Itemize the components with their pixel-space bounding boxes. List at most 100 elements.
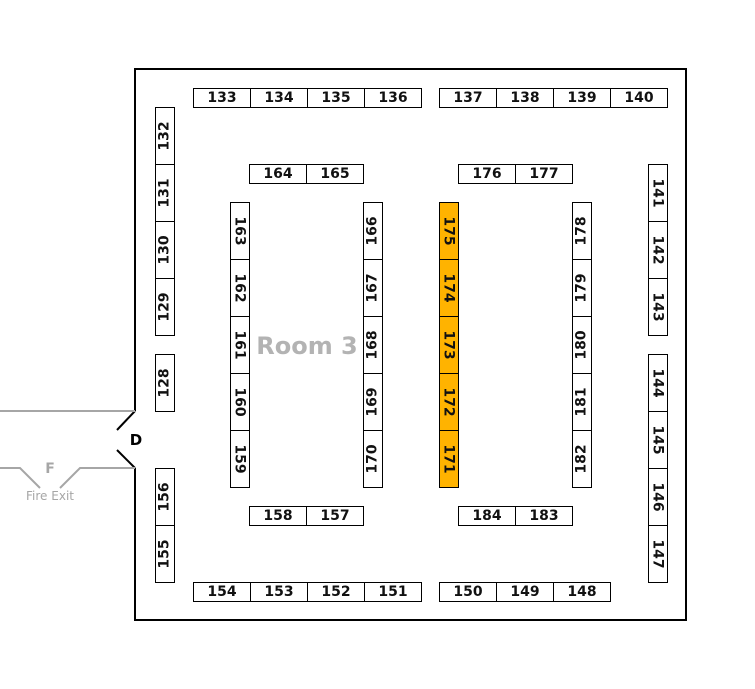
booth-154[interactable]: 154 xyxy=(193,582,251,602)
booth-171[interactable]: 171 xyxy=(439,430,459,488)
booth-134[interactable]: 134 xyxy=(250,88,308,108)
door-right-leaf xyxy=(116,449,136,469)
booth-number: 160 xyxy=(232,387,249,417)
booth-166[interactable]: 166 xyxy=(363,202,383,260)
booth-142[interactable]: 142 xyxy=(648,221,668,279)
booth-177[interactable]: 177 xyxy=(515,164,573,184)
booth-number: 153 xyxy=(264,584,294,600)
fire-exit-letter: F xyxy=(45,461,55,477)
booth-133[interactable]: 133 xyxy=(193,88,251,108)
booth-number: 132 xyxy=(157,121,174,151)
booth-180[interactable]: 180 xyxy=(572,316,592,374)
booth-137[interactable]: 137 xyxy=(439,88,497,108)
booth-number: 134 xyxy=(264,90,294,106)
booth-number: 159 xyxy=(232,444,249,474)
booth-152[interactable]: 152 xyxy=(307,582,365,602)
booth-136[interactable]: 136 xyxy=(364,88,422,108)
booth-150[interactable]: 150 xyxy=(439,582,497,602)
booth-158[interactable]: 158 xyxy=(249,506,307,526)
booth-number: 139 xyxy=(567,90,597,106)
booth-182[interactable]: 182 xyxy=(572,430,592,488)
booth-155[interactable]: 155 xyxy=(155,525,175,583)
booth-number: 162 xyxy=(232,273,249,303)
booth-number: 183 xyxy=(529,508,559,524)
booth-number: 156 xyxy=(157,482,174,512)
booth-130[interactable]: 130 xyxy=(155,221,175,279)
booth-144[interactable]: 144 xyxy=(648,354,668,412)
booth-139[interactable]: 139 xyxy=(553,88,611,108)
booth-146[interactable]: 146 xyxy=(648,468,668,526)
booth-147[interactable]: 147 xyxy=(648,525,668,583)
booth-170[interactable]: 170 xyxy=(363,430,383,488)
booth-number: 184 xyxy=(472,508,502,524)
booth-131[interactable]: 131 xyxy=(155,164,175,222)
booth-138[interactable]: 138 xyxy=(496,88,554,108)
booth-number: 130 xyxy=(157,235,174,265)
booth-number: 138 xyxy=(510,90,540,106)
booth-184[interactable]: 184 xyxy=(458,506,516,526)
booth-number: 163 xyxy=(232,216,249,246)
booth-number: 135 xyxy=(321,90,351,106)
booth-172[interactable]: 172 xyxy=(439,373,459,431)
booth-165[interactable]: 165 xyxy=(306,164,364,184)
booth-number: 176 xyxy=(472,166,502,182)
booth-number: 171 xyxy=(441,444,458,474)
booth-159[interactable]: 159 xyxy=(230,430,250,488)
booth-173[interactable]: 173 xyxy=(439,316,459,374)
booth-148[interactable]: 148 xyxy=(553,582,611,602)
booth-151[interactable]: 151 xyxy=(364,582,422,602)
booth-168[interactable]: 168 xyxy=(363,316,383,374)
booth-number: 129 xyxy=(157,292,174,322)
booth-140[interactable]: 140 xyxy=(610,88,668,108)
booth-160[interactable]: 160 xyxy=(230,373,250,431)
booth-183[interactable]: 183 xyxy=(515,506,573,526)
door-label: D xyxy=(129,431,143,449)
booth-156[interactable]: 156 xyxy=(155,468,175,526)
booth-number: 131 xyxy=(157,178,174,208)
room-wall xyxy=(116,68,687,621)
booth-number: 145 xyxy=(650,425,667,455)
booth-157[interactable]: 157 xyxy=(306,506,364,526)
booth-145[interactable]: 145 xyxy=(648,411,668,469)
booth-number: 180 xyxy=(574,330,591,360)
booth-number: 140 xyxy=(624,90,654,106)
booth-179[interactable]: 179 xyxy=(572,259,592,317)
booth-number: 137 xyxy=(453,90,483,106)
booth-132[interactable]: 132 xyxy=(155,107,175,165)
booth-number: 136 xyxy=(378,90,408,106)
booth-167[interactable]: 167 xyxy=(363,259,383,317)
booth-number: 167 xyxy=(365,273,382,303)
booth-174[interactable]: 174 xyxy=(439,259,459,317)
booth-181[interactable]: 181 xyxy=(572,373,592,431)
booth-162[interactable]: 162 xyxy=(230,259,250,317)
booth-129[interactable]: 129 xyxy=(155,278,175,336)
booth-169[interactable]: 169 xyxy=(363,373,383,431)
booth-178[interactable]: 178 xyxy=(572,202,592,260)
booth-number: 174 xyxy=(441,273,458,303)
booth-164[interactable]: 164 xyxy=(249,164,307,184)
booth-135[interactable]: 135 xyxy=(307,88,365,108)
booth-number: 181 xyxy=(574,387,591,417)
booth-149[interactable]: 149 xyxy=(496,582,554,602)
booth-153[interactable]: 153 xyxy=(250,582,308,602)
booth-176[interactable]: 176 xyxy=(458,164,516,184)
booth-number: 147 xyxy=(650,539,667,569)
booth-128[interactable]: 128 xyxy=(155,354,175,412)
booth-175[interactable]: 175 xyxy=(439,202,459,260)
booth-143[interactable]: 143 xyxy=(648,278,668,336)
booth-number: 179 xyxy=(574,273,591,303)
booth-161[interactable]: 161 xyxy=(230,316,250,374)
booth-number: 128 xyxy=(157,368,174,398)
booth-number: 154 xyxy=(207,584,237,600)
booth-number: 177 xyxy=(529,166,559,182)
booth-number: 151 xyxy=(378,584,408,600)
booth-number: 144 xyxy=(650,368,667,398)
booth-163[interactable]: 163 xyxy=(230,202,250,260)
booth-number: 165 xyxy=(320,166,350,182)
booth-number: 143 xyxy=(650,292,667,322)
booth-number: 149 xyxy=(510,584,540,600)
booth-number: 141 xyxy=(650,178,667,208)
booth-number: 150 xyxy=(453,584,483,600)
booth-141[interactable]: 141 xyxy=(648,164,668,222)
